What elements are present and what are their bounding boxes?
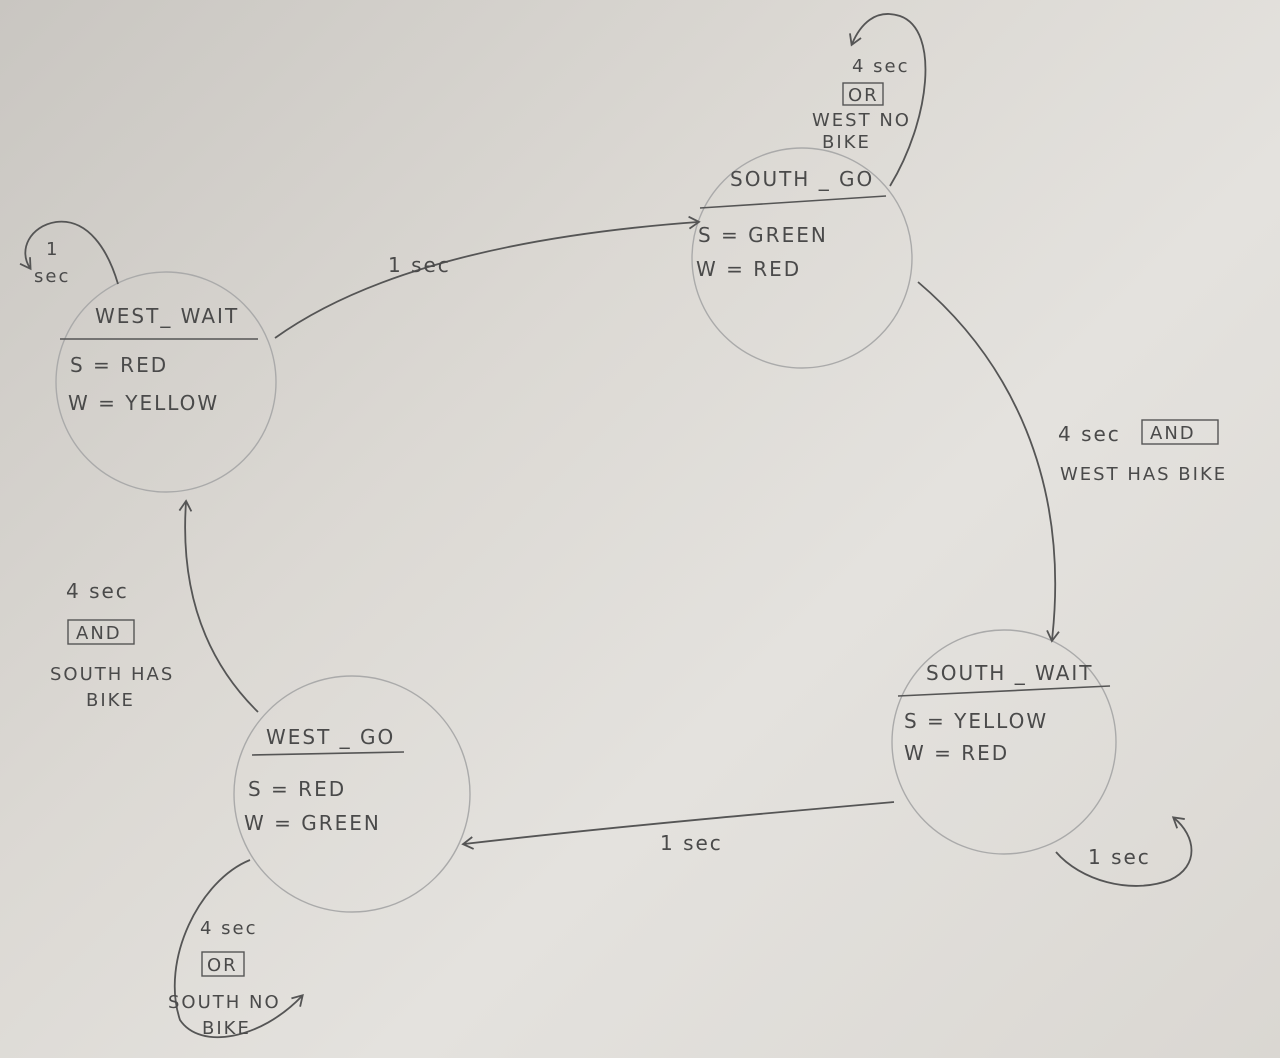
transition-south-go-to-south-wait[interactable] [917, 281, 1060, 643]
state-west-wait[interactable]: WEST_ WAIT S = RED W = YELLOW [55, 271, 277, 493]
transition-label: 1 sec [660, 831, 723, 855]
state-output-w: W = RED [696, 257, 801, 281]
operator-label: OR [207, 955, 238, 976]
self-loop-west-wait[interactable] [19, 220, 119, 285]
state-output-w: W = GREEN [244, 811, 381, 835]
transition-south-wait-to-west-go[interactable] [461, 801, 895, 850]
self-loop-south-wait[interactable] [1055, 816, 1193, 887]
transition-west-go-to-west-wait[interactable] [178, 499, 259, 713]
transition-condition: WEST HAS BIKE [1060, 464, 1227, 485]
operator-label: AND [76, 623, 122, 644]
state-divider [251, 751, 405, 756]
state-circle [691, 147, 913, 369]
operator-box [67, 619, 135, 645]
operator-box [201, 951, 245, 977]
operator-box [842, 82, 884, 106]
self-loop-label-b: sec [34, 266, 70, 287]
state-circle [55, 271, 277, 493]
self-loop-label-time: 4 sec [200, 918, 258, 939]
state-divider [897, 685, 1111, 697]
state-name: WEST _ GO [266, 725, 395, 749]
state-south-wait[interactable]: SOUTH _ WAIT S = YELLOW W = RED [891, 629, 1117, 855]
self-loop-south-go[interactable] [849, 13, 927, 187]
operator-box [1141, 419, 1219, 445]
state-output-s: S = RED [248, 777, 346, 801]
state-output-s: S = GREEN [698, 223, 828, 247]
self-loop-label-a: 1 [46, 239, 59, 260]
state-circle [891, 629, 1117, 855]
self-loop-condition: SOUTH NO [168, 992, 281, 1013]
state-output-s: S = YELLOW [904, 709, 1048, 733]
self-loop-west-go[interactable] [173, 859, 304, 1039]
transition-west-wait-to-south-go[interactable] [274, 215, 701, 339]
transition-label: 1 sec [388, 253, 451, 277]
self-loop-label: 1 sec [1088, 845, 1151, 869]
state-divider [699, 195, 887, 209]
state-name: SOUTH _ WAIT [926, 661, 1094, 685]
transition-label-time: 4 sec [66, 579, 129, 603]
state-output-w: W = YELLOW [68, 391, 219, 415]
self-loop-condition: BIKE [202, 1018, 251, 1039]
state-output-s: S = RED [70, 353, 168, 377]
state-name: WEST_ WAIT [95, 304, 239, 328]
self-loop-condition: BIKE [822, 132, 871, 153]
operator-label: OR [848, 85, 879, 106]
state-name: SOUTH _ GO [730, 167, 874, 191]
transition-condition: BIKE [86, 690, 135, 711]
operator-label: AND [1150, 423, 1196, 444]
state-output-w: W = RED [904, 741, 1009, 765]
transition-condition: SOUTH HAS [50, 664, 174, 685]
state-circle [233, 675, 471, 913]
self-loop-condition: WEST NO [812, 110, 911, 131]
state-west-go[interactable]: WEST _ GO S = RED W = GREEN [233, 675, 471, 913]
transition-label-time: 4 sec [1058, 422, 1121, 446]
state-south-go[interactable]: SOUTH _ GO S = GREEN W = RED [691, 147, 913, 369]
self-loop-label-time: 4 sec [852, 56, 910, 77]
